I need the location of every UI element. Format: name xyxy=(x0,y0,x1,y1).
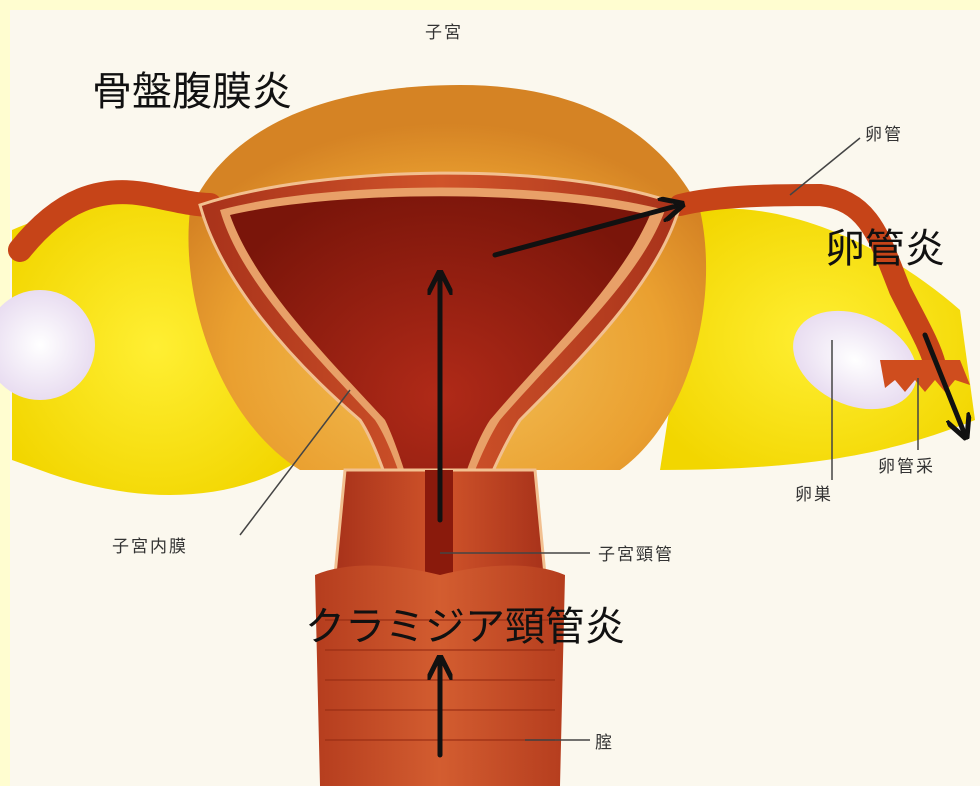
label-cervical-canal: 子宮頸管 xyxy=(598,545,674,565)
label-chlamydia-cervicitis: クラミジア頸管炎 xyxy=(305,604,625,650)
label-endometrium: 子宮内膜 xyxy=(112,537,188,557)
label-vagina: 腟 xyxy=(595,733,614,753)
label-uterus: 子宮 xyxy=(425,23,463,43)
label-fimbria: 卵管采 xyxy=(878,457,935,477)
label-salpingitis: 卵管炎 xyxy=(825,226,945,272)
label-fallopian-tube: 卵管 xyxy=(865,125,903,145)
label-pelvic-peritonitis: 骨盤腹膜炎 xyxy=(92,69,292,115)
label-ovary: 卵巣 xyxy=(795,485,833,505)
